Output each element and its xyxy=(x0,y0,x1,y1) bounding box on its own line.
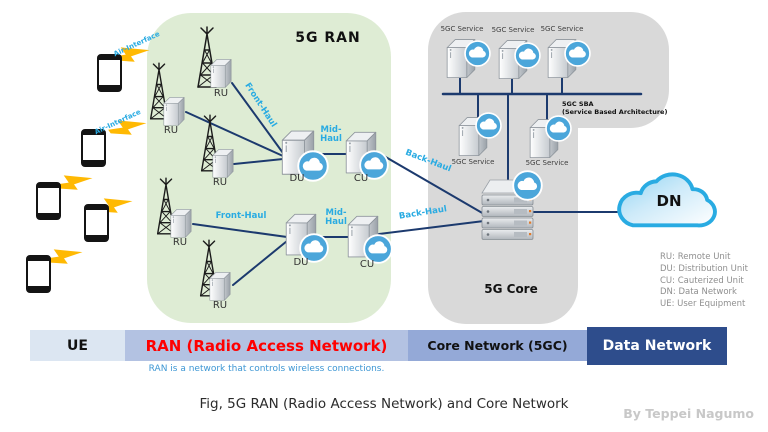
5gc-service-label: 5GC Service xyxy=(491,26,535,34)
5gc-service-label: 5GC Service xyxy=(451,158,495,166)
phone-icon xyxy=(36,182,61,220)
dn-label: DN xyxy=(656,192,682,210)
ru-label: RU xyxy=(172,237,188,248)
ru-label: RU xyxy=(213,88,229,99)
5gc-service-label: 5GC Service xyxy=(540,25,584,33)
ru-unit-icon xyxy=(212,149,234,178)
mid-haul-line2: Haul xyxy=(325,216,347,227)
cu-label: CU xyxy=(359,259,375,270)
legend-item: CU: Cauterized Unit xyxy=(660,275,744,286)
5gc-service-label: 5GC Service xyxy=(525,159,569,167)
front-haul-label: Front-Haul xyxy=(215,211,267,221)
phone-icon xyxy=(81,129,106,167)
connection-lines xyxy=(185,74,643,286)
cloud-icon xyxy=(514,42,541,69)
ran-note: RAN is a network that controls wireless … xyxy=(148,364,385,374)
cloud-icon xyxy=(464,40,491,67)
du-label: DU xyxy=(289,173,305,184)
cloud-icon xyxy=(512,170,543,201)
ran-title: 5G RAN xyxy=(295,30,361,46)
mid-haul-label: Mid- Haul xyxy=(320,126,342,144)
mid-haul-line1: Mid- xyxy=(325,208,347,218)
du-label: DU xyxy=(293,257,309,268)
band-core: Core Network (5GC) xyxy=(408,330,587,361)
5gc-service-label: 5GC Service xyxy=(440,25,484,33)
mid-haul-label: Mid- Haul xyxy=(325,209,347,227)
ru-unit-icon xyxy=(209,272,231,301)
ru-label: RU xyxy=(163,125,179,136)
ru-unit-icon xyxy=(170,209,192,238)
legend-item: RU: Remote Unit xyxy=(660,252,731,262)
cloud-icon xyxy=(545,115,572,142)
phone-icon xyxy=(84,204,109,242)
legend: RU: Remote Unit DU: Distribution Unit CU… xyxy=(660,252,748,311)
legend-item: DU: Distribution Unit xyxy=(660,263,748,274)
phone-icon xyxy=(26,255,51,293)
core-title: 5G Core xyxy=(484,282,538,296)
sba-line1: 5GC SBA xyxy=(562,100,594,108)
cu-label: CU xyxy=(353,173,369,184)
mid-haul-line2: Haul xyxy=(320,133,342,144)
cloud-icon xyxy=(564,40,591,67)
band-ue: UE xyxy=(30,330,125,361)
ru-label: RU xyxy=(212,177,228,188)
figure-caption: Fig, 5G RAN (Radio Access Network) and C… xyxy=(199,396,569,412)
cloud-icon xyxy=(475,112,502,139)
legend-item: UE: User Equipment xyxy=(660,299,746,310)
ru-unit-icon xyxy=(163,97,185,126)
mid-haul-line1: Mid- xyxy=(320,125,342,135)
legend-item: DN: Data Network xyxy=(660,287,737,298)
ru-label: RU xyxy=(212,300,228,311)
band-core-label: Core Network (5GC) xyxy=(427,338,568,353)
author-credit: By Teppei Nagumo xyxy=(623,406,754,421)
band-ran-label: RAN (Radio Access Network) xyxy=(145,336,388,355)
band-ran: RAN (Radio Access Network) xyxy=(125,330,408,361)
band-dn-label: Data Network xyxy=(602,338,712,354)
ru-unit-icon xyxy=(210,59,232,88)
sba-label: 5GC SBA (Service Based Architecture) xyxy=(562,100,667,116)
band-data-network: Data Network xyxy=(587,327,727,365)
band-ue-label: UE xyxy=(67,337,88,354)
phone-icon xyxy=(97,54,122,92)
sba-line2: (Service Based Architecture) xyxy=(562,108,668,117)
